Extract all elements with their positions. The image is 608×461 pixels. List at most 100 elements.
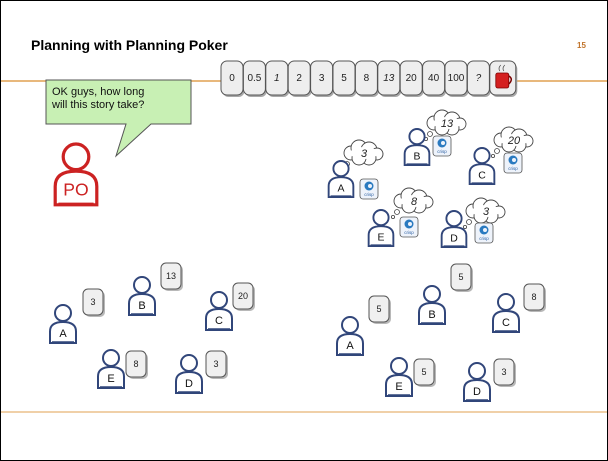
person-body — [49, 320, 77, 344]
cloud-value: 3 — [483, 206, 490, 218]
person-label: B — [428, 309, 435, 321]
person-head — [133, 276, 151, 294]
person-head — [445, 210, 463, 228]
cloud-core — [350, 147, 378, 159]
person-label: C — [502, 317, 510, 329]
speech-line: OK guys, how long — [52, 86, 144, 98]
person-label: C — [478, 171, 486, 182]
deck-card: 3 — [310, 60, 335, 97]
deck-card-value: 5 — [341, 73, 347, 84]
crisp-logo-icon: crisp — [503, 152, 523, 174]
revealed-card: 5 — [450, 263, 473, 292]
card-value: 5 — [421, 367, 426, 377]
team-member: C — [492, 293, 520, 333]
deck-card: 1 — [265, 60, 290, 97]
cloud-value: 13 — [441, 118, 454, 130]
thought-cloud: 3 — [340, 139, 384, 171]
card-face — [413, 358, 435, 386]
card-face — [160, 262, 182, 290]
cloud-bubble — [462, 224, 467, 229]
cloud-value: 3 — [361, 148, 368, 160]
deck-card: 0.5 — [242, 60, 267, 97]
team-member: B — [418, 285, 446, 325]
team-member: B — [128, 276, 156, 316]
card-value: 3 — [90, 297, 95, 307]
person-label: PO — [63, 179, 88, 199]
team-member: E — [97, 349, 125, 389]
card-face — [368, 295, 390, 323]
team-member: B — [403, 128, 431, 167]
coffee-cup-icon — [495, 72, 510, 89]
cloud-core — [472, 205, 500, 217]
person-head — [408, 128, 426, 146]
person-label: D — [185, 378, 193, 390]
card-face — [125, 350, 147, 378]
person-body — [175, 370, 203, 394]
person-head — [332, 160, 350, 178]
person-label: E — [395, 381, 402, 393]
person-body — [492, 309, 520, 333]
cloud-core — [400, 195, 428, 207]
person-body — [205, 307, 233, 331]
cloud-bubble — [466, 219, 472, 225]
team-member: A — [49, 304, 77, 344]
deck-card-value: 3 — [319, 73, 325, 84]
person-head — [180, 354, 198, 372]
team-member: A — [336, 316, 364, 356]
deck-card-value: 8 — [364, 73, 370, 84]
deck-card: 0 — [220, 60, 245, 97]
deck-card: 5 — [332, 60, 357, 97]
person-head — [497, 293, 515, 311]
person-body — [327, 176, 355, 199]
person-label: D — [473, 386, 481, 398]
deck-card: 2 — [287, 60, 312, 97]
cloud-bubble — [490, 153, 495, 158]
deck-card: 13 — [377, 60, 402, 97]
crisp-swirl-hole — [408, 222, 412, 226]
product-owner-figure: PO — [53, 142, 99, 207]
cloud-value: 8 — [411, 196, 418, 208]
person-label: C — [215, 315, 223, 327]
deck-card: 40 — [422, 60, 447, 97]
coffee-card — [489, 60, 518, 97]
deck-card: 8 — [354, 60, 379, 97]
card-value: 20 — [238, 291, 248, 301]
person-label: A — [338, 184, 345, 195]
card-face — [493, 358, 515, 386]
person-body — [440, 226, 468, 249]
team-member: C — [205, 291, 233, 331]
page-number: 15 — [577, 41, 586, 50]
team-member: E — [367, 209, 395, 248]
cloud-bubble — [390, 214, 395, 219]
person-body — [336, 332, 364, 356]
person-body — [53, 169, 99, 207]
team-member: D — [463, 362, 491, 402]
crisp-logo-icon: crisp — [399, 216, 419, 238]
deck-card: ? — [466, 60, 491, 97]
revealed-card: 8 — [125, 350, 148, 379]
team-member: D — [175, 354, 203, 394]
deck-card: 100 — [444, 60, 469, 97]
card-face — [232, 282, 254, 310]
crisp-logo-icon: crisp — [359, 178, 379, 200]
card-value: 3 — [501, 367, 506, 377]
person-label: E — [378, 233, 385, 244]
person-head — [102, 349, 120, 367]
revealed-card: 3 — [493, 358, 516, 387]
revealed-card: 20 — [232, 282, 255, 311]
card-value: 13 — [166, 271, 176, 281]
person-body — [128, 292, 156, 316]
deck-card-value: 2 — [296, 73, 302, 84]
revealed-card: 3 — [82, 288, 105, 317]
card-value: 8 — [133, 359, 138, 369]
person-body — [468, 163, 496, 186]
cloud-bubble — [427, 131, 433, 137]
person-body — [463, 378, 491, 402]
cloud-bubble — [494, 148, 500, 154]
person-label: E — [107, 373, 114, 385]
card-face — [82, 288, 104, 316]
card-value: 8 — [531, 292, 536, 302]
person-head — [473, 147, 491, 165]
